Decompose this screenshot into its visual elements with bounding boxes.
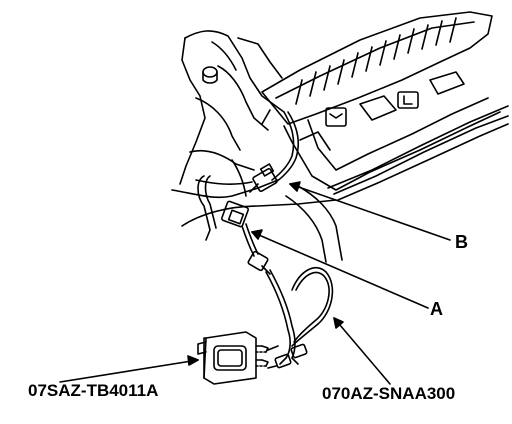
harness-part-number-label: 070AZ-SNAA300 [322, 384, 456, 403]
callout-label-a: A [430, 299, 443, 319]
leader-line-harness [333, 317, 391, 385]
callout-label-b: B [455, 232, 468, 252]
leader-line-b [289, 181, 451, 241]
connector-a [197, 175, 271, 275]
srs-test-module [197, 331, 269, 385]
overhead-console [261, 11, 501, 191]
adapter-harness [265, 266, 334, 369]
vehicle-structure [171, 30, 509, 263]
module-part-number-label: 07SAZ-TB4011A [28, 381, 159, 400]
overhead-harness [249, 111, 299, 193]
leader-line-a [251, 229, 429, 309]
leader-line-module [59, 355, 199, 383]
